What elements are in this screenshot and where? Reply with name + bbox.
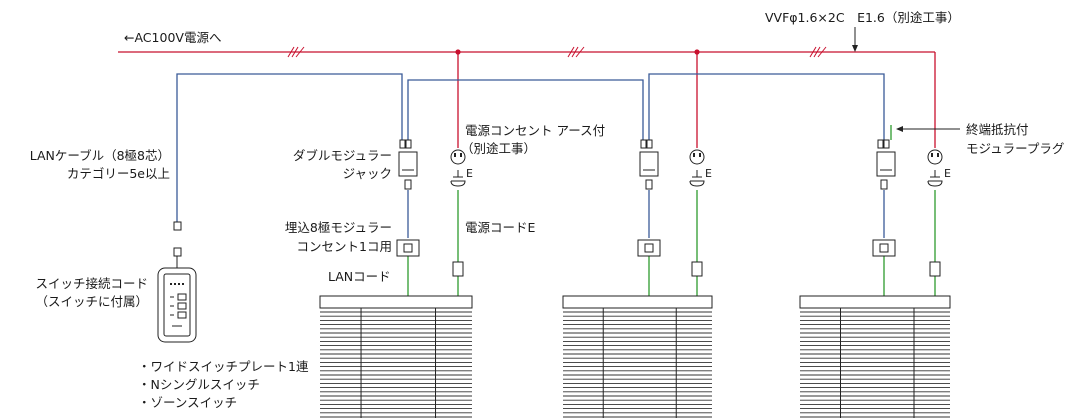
switch-item-2: ・Nシングルスイッチ xyxy=(138,377,260,392)
unit-2 xyxy=(637,139,705,277)
double-modular-label-1: ダブルモジュラー xyxy=(293,148,392,163)
blind-2 xyxy=(562,295,713,418)
unit-1 xyxy=(173,139,466,277)
blinds xyxy=(319,295,951,418)
switch-device xyxy=(157,267,197,343)
switch-item-3: ・ゾーンスイッチ xyxy=(138,395,237,410)
switch-cord-label-2: （スイッチに付属） xyxy=(35,294,148,309)
wire-count-mark xyxy=(287,46,827,58)
blind-1 xyxy=(319,295,473,418)
unit-3 xyxy=(872,139,943,277)
earth-label-2: E xyxy=(705,167,712,180)
double-modular-label-2: ジャック xyxy=(343,166,392,181)
ground-cords xyxy=(407,125,936,296)
outlet-label-2: （別途工事） xyxy=(461,141,536,156)
lan-cable-label-2: カテゴリー5e以上 xyxy=(67,166,170,181)
labels: ←AC100V電源へ VVFφ1.6×2C E1.6（別途工事） LANケーブル… xyxy=(30,10,1065,410)
lan-wiring xyxy=(176,73,885,238)
lan-cord-label: LANコード xyxy=(328,269,391,284)
embedded-modular-label-1: 埋込8極モジュラー xyxy=(285,220,392,235)
switch-cord-label-1: スイッチ接続コード xyxy=(35,276,148,291)
outlet-label-1: 電源コンセント アース付 xyxy=(465,123,605,138)
blind-3 xyxy=(799,295,951,418)
lan-cable-label-1: LANケーブル（8極8芯） xyxy=(30,148,170,163)
power-wiring xyxy=(118,46,936,148)
ac-source-label: ←AC100V電源へ xyxy=(124,30,221,45)
power-cord-label: 電源コードE xyxy=(465,220,536,235)
terminator-label-1: 終端抵抗付 xyxy=(966,122,1029,137)
earth-label-1: E xyxy=(466,167,473,180)
vvf-label: VVFφ1.6×2C E1.6（別途工事） xyxy=(765,10,960,25)
switch-item-1: ・ワイドスイッチプレート1連 xyxy=(138,359,309,374)
embedded-modular-label-2: コンセント1コ用 xyxy=(297,239,392,254)
terminator-label-2: モジュラープラグ xyxy=(966,141,1064,156)
earth-label-3: E xyxy=(944,167,951,180)
